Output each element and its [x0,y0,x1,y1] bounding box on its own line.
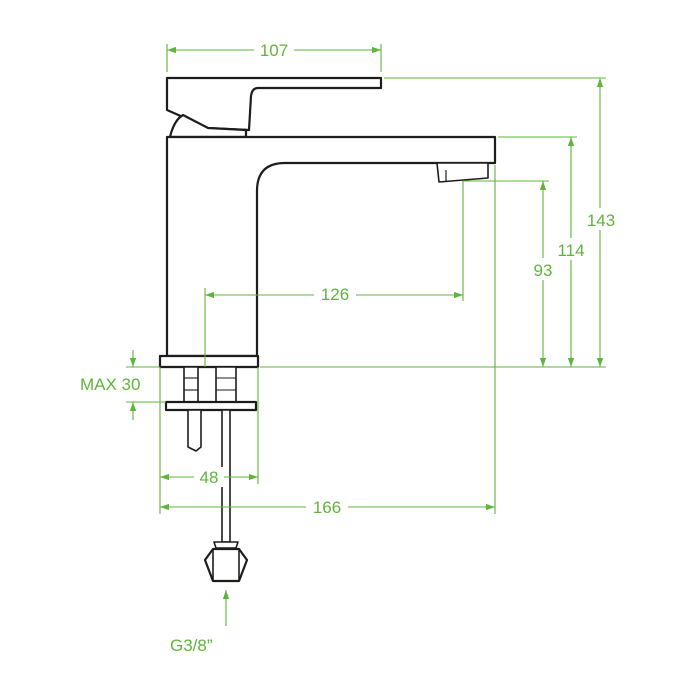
fixing-rod [187,409,202,452]
faucet-body [165,135,497,358]
dimension-total-height: 143 [260,77,620,368]
dimension-lever-width: 107 [166,40,382,72]
base-plate [158,354,260,369]
dimension-label-48: 48 [200,468,219,487]
dimension-label-g3-8: G3/8” [170,636,213,655]
dimension-spout-reach: 126 [204,181,464,367]
dimension-spout-top-height: 114 [498,136,591,367]
faucet-outline [158,76,497,583]
dimension-label-166: 166 [313,498,341,517]
aerator [436,162,489,183]
dimension-label-93: 93 [534,261,553,280]
hex-nut [203,547,249,583]
mounting-stud-left [183,366,199,403]
dimension-label-114: 114 [557,241,584,260]
mounting-stud-right [215,366,237,403]
dimension-base-diameter: 48 [159,367,259,514]
dimension-label-107: 107 [260,41,288,60]
dimension-label-max-30: MAX 30 [80,375,140,394]
dimension-connection-thread: G3/8” [170,590,230,655]
dimension-label-143: 143 [587,211,615,230]
fixing-plate [164,400,258,412]
lever-neck [168,113,248,139]
dimension-label-126: 126 [321,285,349,304]
dimension-outlet-height: 93 [463,180,559,367]
dimension-max-counter-thickness: MAX 30 [80,350,166,420]
dimension-overall-depth: 166 [160,165,496,517]
